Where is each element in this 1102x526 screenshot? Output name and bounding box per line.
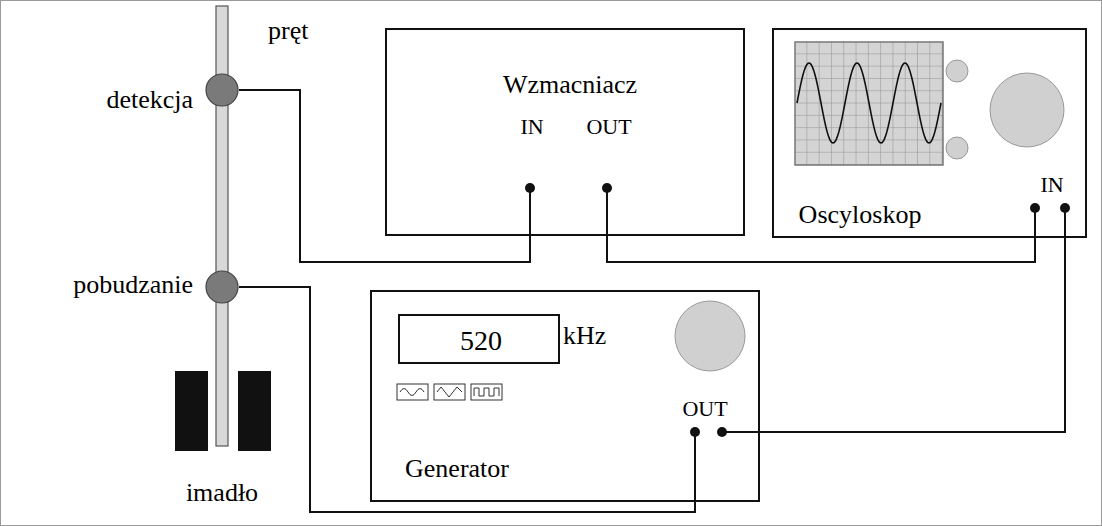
knob xyxy=(675,301,745,371)
device-name: detekcja xyxy=(106,85,193,115)
rod xyxy=(216,6,228,446)
vise-jaw xyxy=(238,371,271,451)
detector-transducer: detekcja xyxy=(205,73,239,107)
terminal-label: IN xyxy=(1040,172,1063,197)
knob xyxy=(946,137,968,159)
jack xyxy=(1030,203,1040,213)
frequency-display: 520 xyxy=(398,314,560,364)
vise-jaw xyxy=(175,371,208,451)
scope-screen xyxy=(795,42,943,165)
transducer-disc xyxy=(206,271,238,303)
exciter-transducer: pobudzanie xyxy=(205,270,239,304)
sine-trace xyxy=(797,63,941,143)
device-name: Generator xyxy=(405,454,509,484)
terminal-label: OUT xyxy=(682,396,727,421)
part-label: imadło xyxy=(186,478,258,508)
terminal-label: OUT xyxy=(586,114,631,139)
jack xyxy=(525,183,535,193)
jack xyxy=(602,183,612,193)
device-name: Wzmacniacz xyxy=(503,70,637,100)
signal-wire xyxy=(607,188,1035,262)
unit-label: kHz xyxy=(563,321,606,351)
device-name: pobudzanie xyxy=(73,270,193,300)
terminal-label: IN xyxy=(520,114,543,139)
knob xyxy=(946,60,968,82)
jack xyxy=(690,427,700,437)
device-name: 520 xyxy=(460,325,502,357)
part-label: pręt xyxy=(268,16,308,46)
device-name: Oscyloskop xyxy=(799,200,922,230)
jack xyxy=(1060,203,1070,213)
signal-wire xyxy=(722,208,1065,432)
jack xyxy=(717,427,727,437)
waveform-buttons xyxy=(397,384,502,400)
knob xyxy=(990,73,1064,147)
amplifier-box: WzmacniaczIN OUT xyxy=(385,28,745,236)
transducer-disc xyxy=(205,73,239,107)
transducer-disc xyxy=(205,270,239,304)
transducer-disc xyxy=(206,74,238,106)
signal-wire xyxy=(239,287,695,512)
oscilloscope-box: Oscyloskop IN xyxy=(772,28,1087,238)
jacks xyxy=(525,183,1070,437)
